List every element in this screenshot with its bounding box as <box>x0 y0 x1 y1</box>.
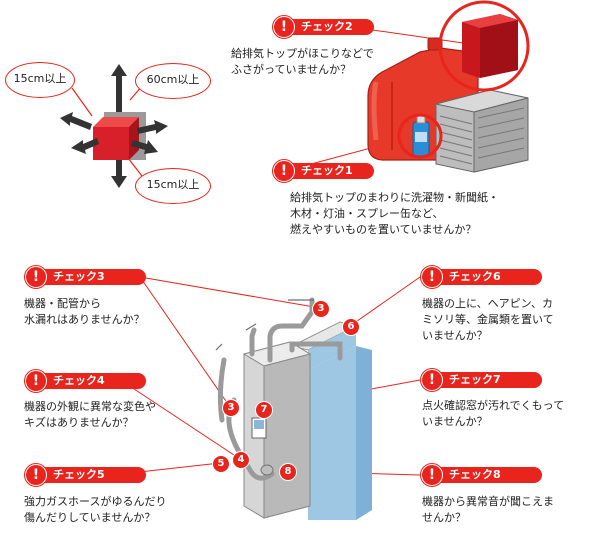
exclamation-icon: ! <box>274 17 294 37</box>
vent-cube-front <box>93 127 129 160</box>
arrow-right-icon <box>137 120 168 134</box>
exclamation-icon: ! <box>422 267 442 287</box>
heater-unit <box>242 341 312 519</box>
clearance-pointer-left <box>71 87 93 117</box>
marker-6: 6 <box>342 318 360 336</box>
highlight-circle-vent <box>438 0 530 92</box>
check6-text: 機器の上に、ヘアピン、カ ミソリ等、金属類を置いて いませんか？ <box>422 297 554 342</box>
vent-unit <box>435 89 529 173</box>
arrow-lower-right-icon <box>131 140 158 154</box>
check7-text: 点火確認窓が汚れでくもって いませんか？ <box>422 399 565 428</box>
check1-text: 給排気トップのまわりに洗濯物・新聞紙・ 木材・灯油・スプレー缶など、 燃えやすい… <box>290 191 499 236</box>
vent-cube-side <box>129 117 139 160</box>
vent-cube-top <box>93 117 139 127</box>
clearance-bottom-label: 15cm以上 <box>135 168 211 204</box>
gas-hose-fitting <box>260 464 274 476</box>
clearance-pointer-bottom <box>127 157 143 177</box>
check8-text: 機器から異常音が聞こえま せんか？ <box>422 495 554 524</box>
marker-3-top: 3 <box>312 300 330 318</box>
check4-text: 機器の外観に異常な変色や キズはありませんか？ <box>24 400 156 429</box>
marker-3-left: 3 <box>222 399 240 417</box>
arrow-lower-left-icon <box>71 138 99 154</box>
arrow-left-icon <box>60 112 92 130</box>
connector-check3-a <box>139 276 321 309</box>
arrow-down-icon <box>111 160 127 188</box>
clearance-top-label: 60cm以上 <box>135 63 211 99</box>
connector-check3-b <box>139 276 231 408</box>
exclamation-icon: ! <box>422 465 442 485</box>
spray-can <box>412 115 430 157</box>
check2-text: 給排気トップがほこりなどで ふさがっていませんか？ <box>231 47 374 76</box>
exclamation-icon: ! <box>26 371 46 391</box>
arrow-up-icon <box>111 64 127 112</box>
connector-check6 <box>349 276 421 327</box>
check5-text: 強力ガスホースがゆるんだり 傷んだりしていませんか？ <box>24 495 167 524</box>
highlight-circle-spray <box>397 113 443 159</box>
exclamation-icon: ! <box>422 370 442 390</box>
exclamation-icon: ! <box>26 267 46 287</box>
marker-7: 7 <box>255 401 273 419</box>
check3-text: 機器・配管から 水漏れはありませんか？ <box>24 297 145 326</box>
exclamation-icon: ! <box>274 161 294 181</box>
exclamation-icon: ! <box>26 465 46 485</box>
vent-top-cube <box>462 14 518 78</box>
clearance-left-label: 15cm以上 <box>5 62 75 98</box>
connector-check4 <box>121 380 241 460</box>
marker-4: 4 <box>232 451 250 469</box>
marker-8: 8 <box>279 463 297 481</box>
marker-5: 5 <box>212 455 230 473</box>
